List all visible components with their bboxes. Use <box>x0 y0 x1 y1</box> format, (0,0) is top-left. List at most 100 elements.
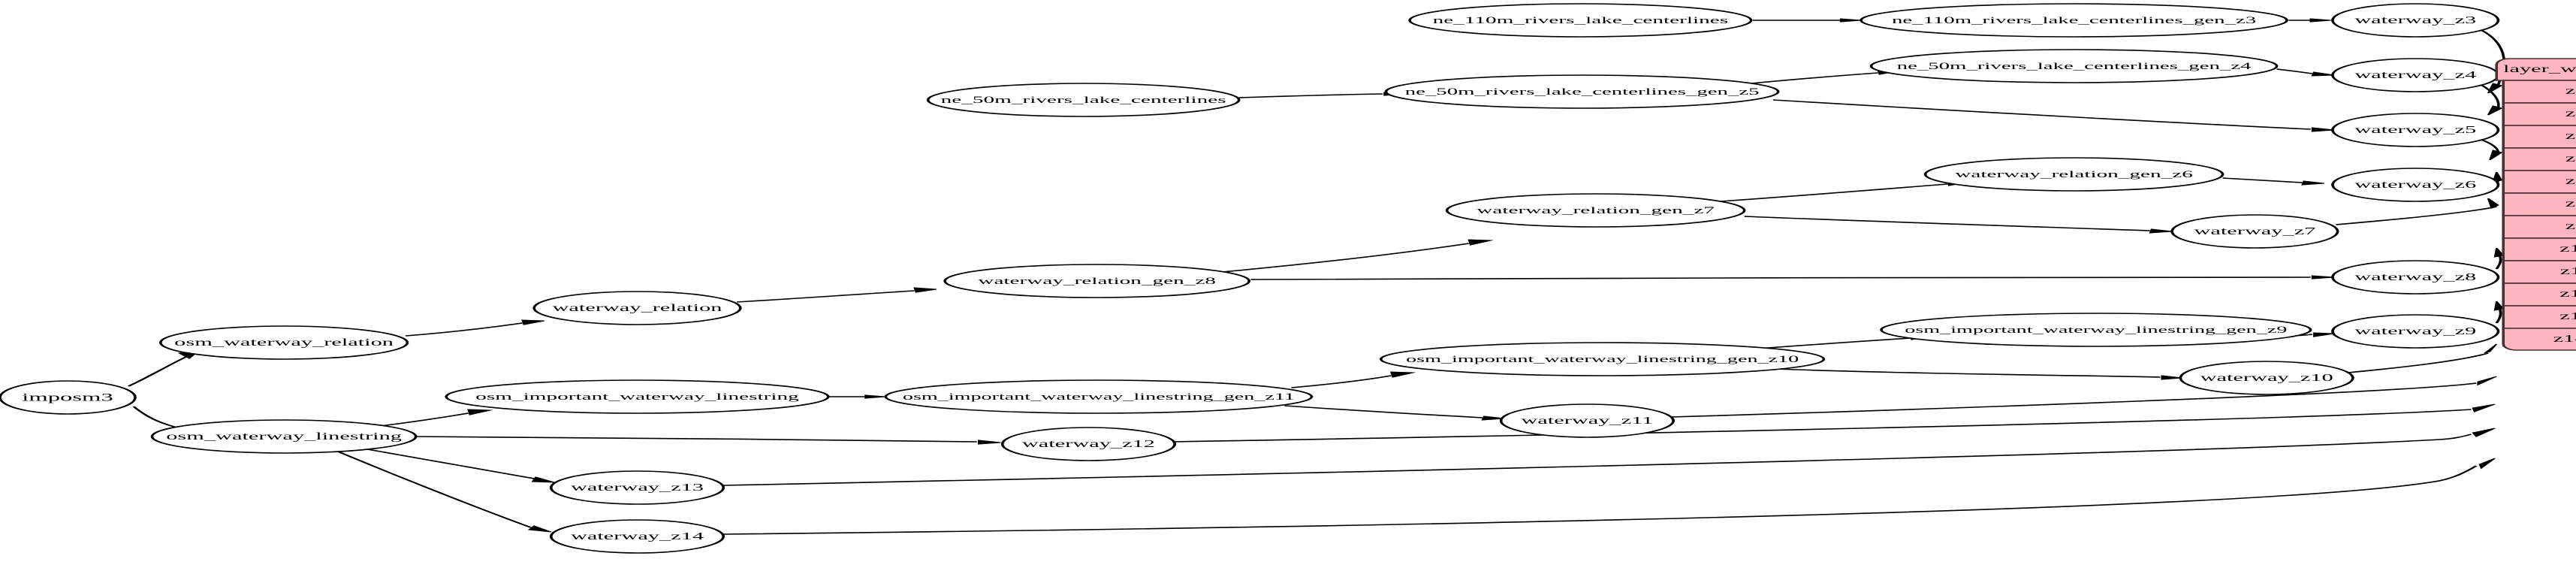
node-waterway-relation[interactable]: waterway_relation <box>532 291 742 325</box>
layer-table-row-z3: z3 <box>2565 86 2576 97</box>
edge-waterway-z4-to-layer-z4 <box>2480 84 2503 116</box>
node-waterway-z3[interactable]: waterway_z3 <box>2331 3 2500 38</box>
layer-table-row-z7-cell[interactable] <box>2502 170 2576 194</box>
edge-ne50m-to-ne50m-gen-z5 <box>1238 92 1405 98</box>
node-label-waterway-relation-gen-z7: waterway_relation_gen_z7 <box>1477 204 1715 215</box>
node-waterway-z9[interactable]: waterway_z9 <box>2331 314 2500 349</box>
edge-linestring-to-waterway-z14 <box>336 451 552 533</box>
layer-table-row-z13: z13 <box>2559 311 2576 322</box>
node-ne-50m-rivers-lake-centerlines-gen-z5[interactable]: ne_50m_rivers_lake_centerlines_gen_z5 <box>1384 74 1780 109</box>
node-waterway-z10[interactable]: waterway_z10 <box>2179 361 2354 395</box>
layer-table-row-z5-cell[interactable] <box>2502 125 2576 149</box>
layer-table-row-z13-cell[interactable] <box>2502 305 2576 329</box>
node-label-osm-important-waterway-linestring-gen-z9: osm_important_waterway_linestring_gen_z9 <box>1905 325 2287 335</box>
edge-gen-z11-to-waterway-z11 <box>1284 405 1505 421</box>
node-label-osm-important-waterway-linestring-gen-z10: osm_important_waterway_linestring_gen_z1… <box>1406 354 1799 364</box>
node-osm-waterway-linestring[interactable]: osm_waterway_linestring <box>150 419 418 454</box>
node-label-waterway-z4: waterway_z4 <box>2354 70 2476 81</box>
layer-table-row-z11: z11 <box>2560 266 2576 277</box>
edge-waterway-z9-to-layer-z9 <box>2493 301 2505 324</box>
node-label-ne-110m-rivers-lake-centerlines-gen-z3: ne_110m_rivers_lake_centerlines_gen_z3 <box>1892 14 2256 25</box>
node-osm-important-waterway-linestring-gen-z10[interactable]: osm_important_waterway_linestring_gen_z1… <box>1379 342 1826 376</box>
node-label-osm-waterway-linestring: osm_waterway_linestring <box>166 431 402 443</box>
node-waterway-z12[interactable]: waterway_z12 <box>1000 427 1177 461</box>
layer-table-row-z12: z12 <box>2559 289 2576 300</box>
edge-important-linestring-to-gen-z11 <box>828 394 886 399</box>
node-layer: imposm3 osm_waterway_relation osm_waterw… <box>0 3 2500 554</box>
node-osm-important-waterway-linestring[interactable]: osm_important_waterway_linestring <box>445 379 830 414</box>
layer-table-row-z7: z7 <box>2565 176 2576 187</box>
layer-table-row-z9-cell[interactable] <box>2502 215 2576 239</box>
edge-waterway-z13-to-layer-z13 <box>723 428 2496 486</box>
node-waterway-z7[interactable]: waterway_z7 <box>2170 214 2339 249</box>
node-label-waterway-z8: waterway_z8 <box>2354 272 2476 283</box>
layer-waterway-table[interactable]: layer_waterway z3 z4 z5 z6 z7 z8 z9 z10 … <box>2495 58 2576 351</box>
edge-gen-z6-to-waterway-z6 <box>2222 177 2324 186</box>
edge-imposm3-to-osm-waterway-relation <box>127 349 201 387</box>
layer-table-row-z4: z4 <box>2565 108 2576 119</box>
node-label-waterway-z14: waterway_z14 <box>571 531 704 542</box>
edge-waterway-z7-to-layer-z7 <box>2336 198 2499 225</box>
edge-waterway-z10-to-layer-z10 <box>2347 343 2498 373</box>
edge-waterway-z11-to-layer-z11 <box>1671 376 2498 418</box>
layer-table-row-z3-cell[interactable] <box>2502 80 2576 104</box>
node-label-waterway-z7: waterway_z7 <box>2194 226 2315 237</box>
node-osm-important-waterway-linestring-gen-z11[interactable]: osm_important_waterway_linestring_gen_z1… <box>884 379 1314 414</box>
node-waterway-z13[interactable]: waterway_z13 <box>549 470 725 505</box>
edge-ne110m-to-ne110m-gen-z3 <box>1752 18 1862 23</box>
edge-ne50m-gen-z5-to-gen-z4 <box>1751 69 1901 84</box>
node-label-osm-waterway-relation: osm_waterway_relation <box>174 337 394 349</box>
node-waterway-relation-gen-z8[interactable]: waterway_relation_gen_z8 <box>943 264 1251 298</box>
node-waterway-z6[interactable]: waterway_z6 <box>2331 168 2500 202</box>
layer-table-row-z5: z5 <box>2565 131 2576 142</box>
node-label-ne-50m-rivers-lake-centerlines-gen-z5: ne_50m_rivers_lake_centerlines_gen_z5 <box>1405 86 1760 96</box>
edge-linestring-to-important-linestring <box>379 409 493 427</box>
layer-table-row-z9: z9 <box>2565 221 2576 232</box>
layer-table-row-z10-cell[interactable] <box>2502 237 2576 261</box>
node-label-ne-50m-rivers-lake-centerlines-gen-z4: ne_50m_rivers_lake_centerlines_gen_z4 <box>1897 60 2252 71</box>
edge-ne50m-gen-z5-to-waterway-z5 <box>1772 99 2335 132</box>
node-waterway-z4[interactable]: waterway_z4 <box>2331 58 2500 92</box>
node-label-ne-110m-rivers-lake-centerlines: ne_110m_rivers_lake_centerlines <box>1433 14 1729 25</box>
layer-table-row-z6: z6 <box>2565 153 2576 165</box>
node-ne-110m-rivers-lake-centerlines[interactable]: ne_110m_rivers_lake_centerlines <box>1408 3 1753 38</box>
node-label-osm-important-waterway-linestring-gen-z11: osm_important_waterway_linestring_gen_z1… <box>903 391 1295 402</box>
edge-waterway-z14-to-layer-z14 <box>723 458 2496 535</box>
node-osm-important-waterway-linestring-gen-z9[interactable]: osm_important_waterway_linestring_gen_z9 <box>1880 313 2312 347</box>
node-label-ne-50m-rivers-lake-centerlines: ne_50m_rivers_lake_centerlines <box>941 94 1226 104</box>
node-label-waterway-relation-gen-z8: waterway_relation_gen_z8 <box>978 275 1216 286</box>
node-waterway-z11[interactable]: waterway_z11 <box>1499 403 1675 438</box>
node-imposm3[interactable]: imposm3 <box>0 380 137 415</box>
node-label-osm-important-waterway-linestring: osm_important_waterway_linestring <box>475 391 798 401</box>
node-waterway-relation-gen-z6[interactable]: waterway_relation_gen_z6 <box>1923 157 2225 192</box>
node-label-waterway-z13: waterway_z13 <box>571 482 704 494</box>
layer-table-row-z6-cell[interactable] <box>2502 147 2576 171</box>
layer-table-row-z12-cell[interactable] <box>2502 282 2576 307</box>
edge-layer <box>127 18 2505 535</box>
node-ne-50m-rivers-lake-centerlines[interactable]: ne_50m_rivers_lake_centerlines <box>926 83 1241 117</box>
edge-linestring-to-waterway-z13 <box>363 448 555 483</box>
layer-table-row-z14-plus: z14+ <box>2553 334 2576 345</box>
node-waterway-relation-gen-z7[interactable]: waterway_relation_gen_z7 <box>1445 193 1746 228</box>
node-waterway-z5[interactable]: waterway_z5 <box>2331 113 2500 147</box>
node-label-waterway-z6: waterway_z6 <box>2354 180 2476 191</box>
node-label-waterway-z3: waterway_z3 <box>2354 15 2476 26</box>
node-ne-50m-rivers-lake-centerlines-gen-z4[interactable]: ne_50m_rivers_lake_centerlines_gen_z4 <box>1869 49 2279 83</box>
layer-table-row-z11-cell[interactable] <box>2502 260 2576 284</box>
layer-table-row-z8: z8 <box>2565 198 2576 210</box>
node-ne-110m-rivers-lake-centerlines-gen-z3[interactable]: ne_110m_rivers_lake_centerlines_gen_z3 <box>1860 3 2288 38</box>
node-label-waterway-z5: waterway_z5 <box>2354 125 2476 136</box>
node-label-waterway-z11: waterway_z11 <box>1521 415 1653 427</box>
node-waterway-z8[interactable]: waterway_z8 <box>2331 260 2500 295</box>
edge-waterway-relation-to-gen-z8 <box>737 287 937 303</box>
edge-osm-waterway-relation-to-waterway-relation <box>405 319 545 337</box>
layer-table-row-z4-cell[interactable] <box>2502 102 2576 126</box>
node-label-imposm3: imposm3 <box>22 391 113 403</box>
edge-ne50m-gen-z4-to-waterway-z4 <box>2276 68 2335 77</box>
layer-table-row-z8-cell[interactable] <box>2502 192 2576 216</box>
node-osm-waterway-relation[interactable]: osm_waterway_relation <box>159 325 409 360</box>
node-waterway-z14[interactable]: waterway_z14 <box>549 519 725 554</box>
layer-table-title: layer_waterway <box>2503 64 2576 75</box>
